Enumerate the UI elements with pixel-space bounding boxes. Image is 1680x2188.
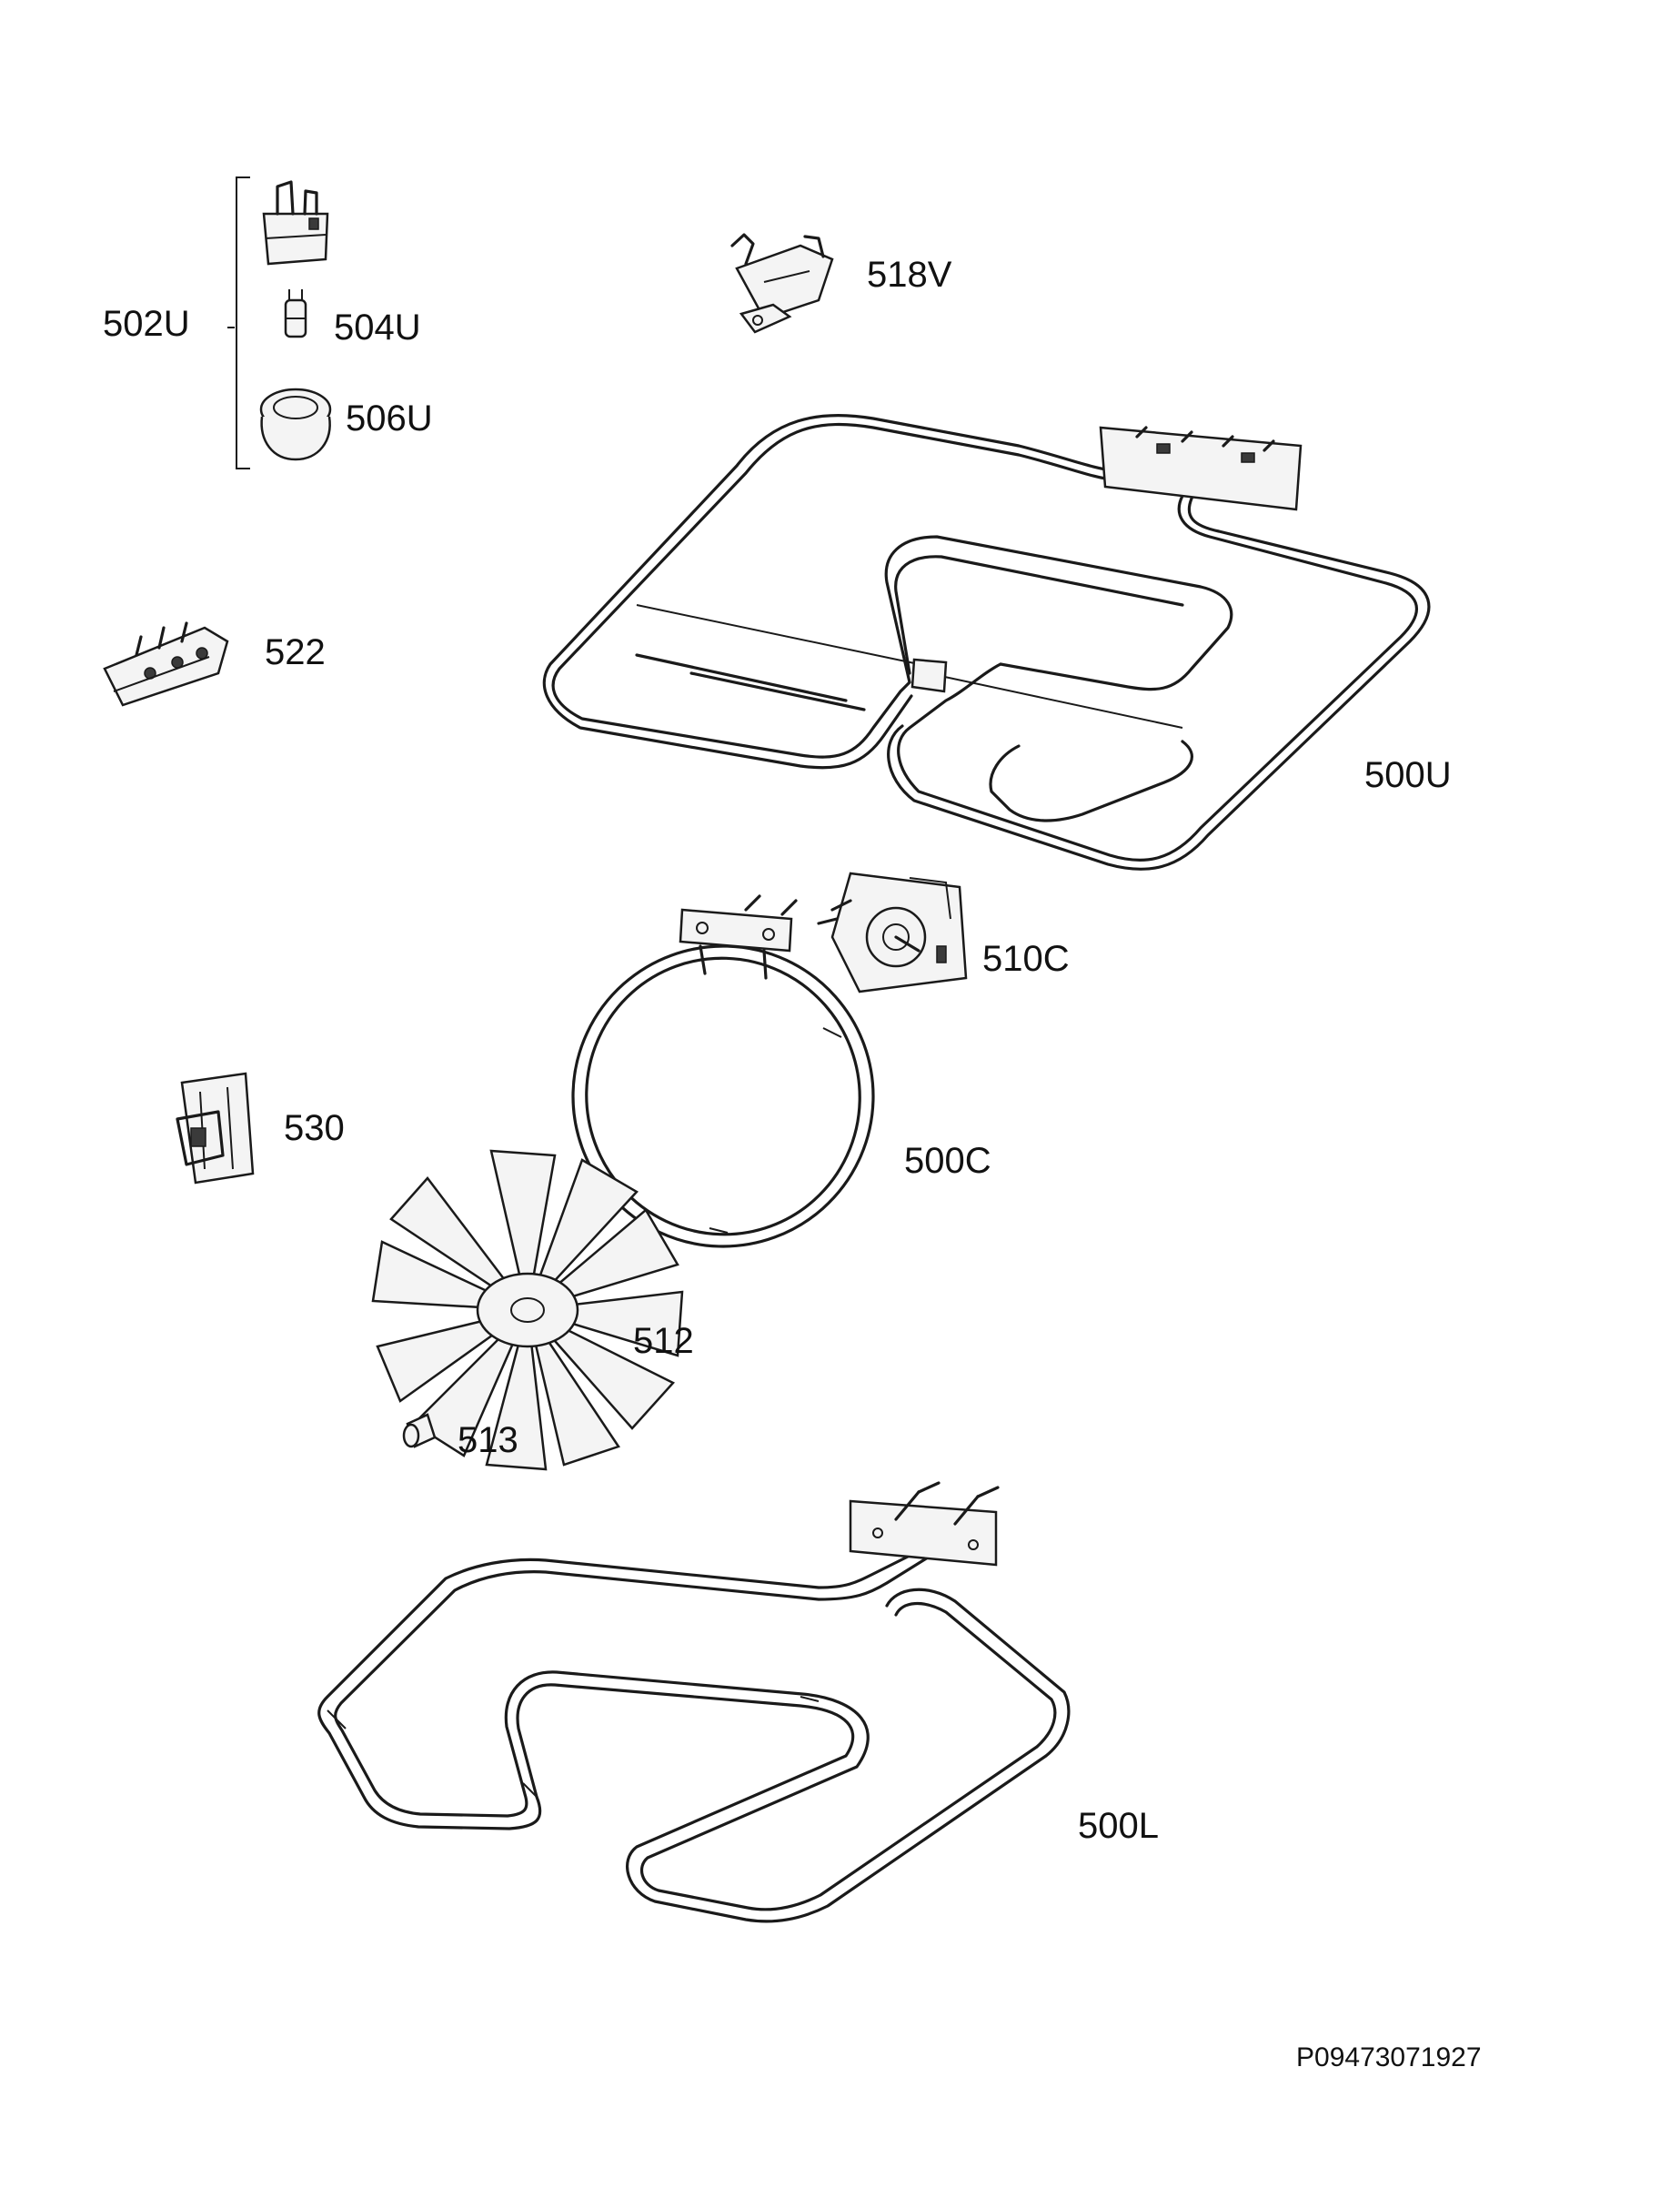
fan-blade-part: [371, 1149, 684, 1471]
fan-motor-part: [817, 872, 968, 993]
lower-element-part: [317, 1481, 1071, 1923]
lamp-holder-part: [262, 180, 329, 266]
terminal-block-part: [103, 621, 229, 707]
safety-thermostat-part: [730, 233, 834, 334]
part-label-500L: 500L: [1078, 1806, 1159, 1846]
part-label-506U: 506U: [346, 398, 433, 439]
part-label-504U: 504U: [334, 308, 421, 348]
part-label-500U: 500U: [1364, 755, 1452, 795]
circular-element-part: [571, 894, 875, 1248]
upper-grill-element-part: [542, 413, 1431, 871]
lamp-assembly-bracket: [227, 176, 250, 469]
part-label-513: 513: [458, 1420, 518, 1460]
part-label-500C: 500C: [904, 1141, 991, 1181]
reference-code: P09473071927: [1296, 2042, 1482, 2072]
part-label-512: 512: [633, 1321, 694, 1361]
part-label-518V: 518V: [867, 255, 952, 295]
fan-nut-part: [402, 1413, 437, 1448]
part-label-530: 530: [284, 1108, 345, 1148]
lamp-bulb-part: [284, 289, 307, 338]
lamp-cover-part: [259, 388, 332, 461]
part-label-522: 522: [265, 632, 326, 672]
fan-clip-part: [176, 1072, 255, 1185]
part-label-510C: 510C: [982, 939, 1070, 979]
part-label-502U: 502U: [103, 304, 190, 344]
